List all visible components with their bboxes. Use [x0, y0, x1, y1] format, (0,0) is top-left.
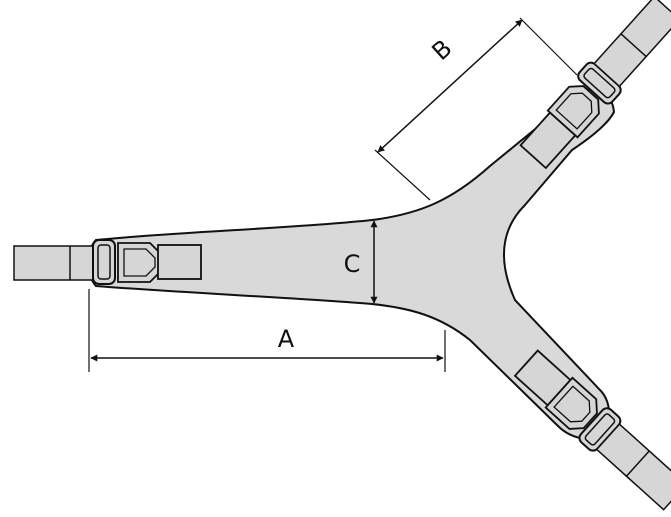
left-strap-end	[13, 245, 99, 281]
dimension-a: A	[88, 289, 446, 372]
dimension-c-label: C	[344, 250, 361, 278]
lower-right-strap-buckle	[513, 349, 671, 511]
dimension-a-label: A	[278, 325, 295, 353]
harness-body	[87, 87, 616, 441]
upper-right-strap-buckle	[519, 0, 671, 170]
dimension-c: C	[344, 220, 378, 304]
left-strap-buckle	[13, 239, 202, 285]
dimension-b-label: B	[427, 34, 458, 66]
